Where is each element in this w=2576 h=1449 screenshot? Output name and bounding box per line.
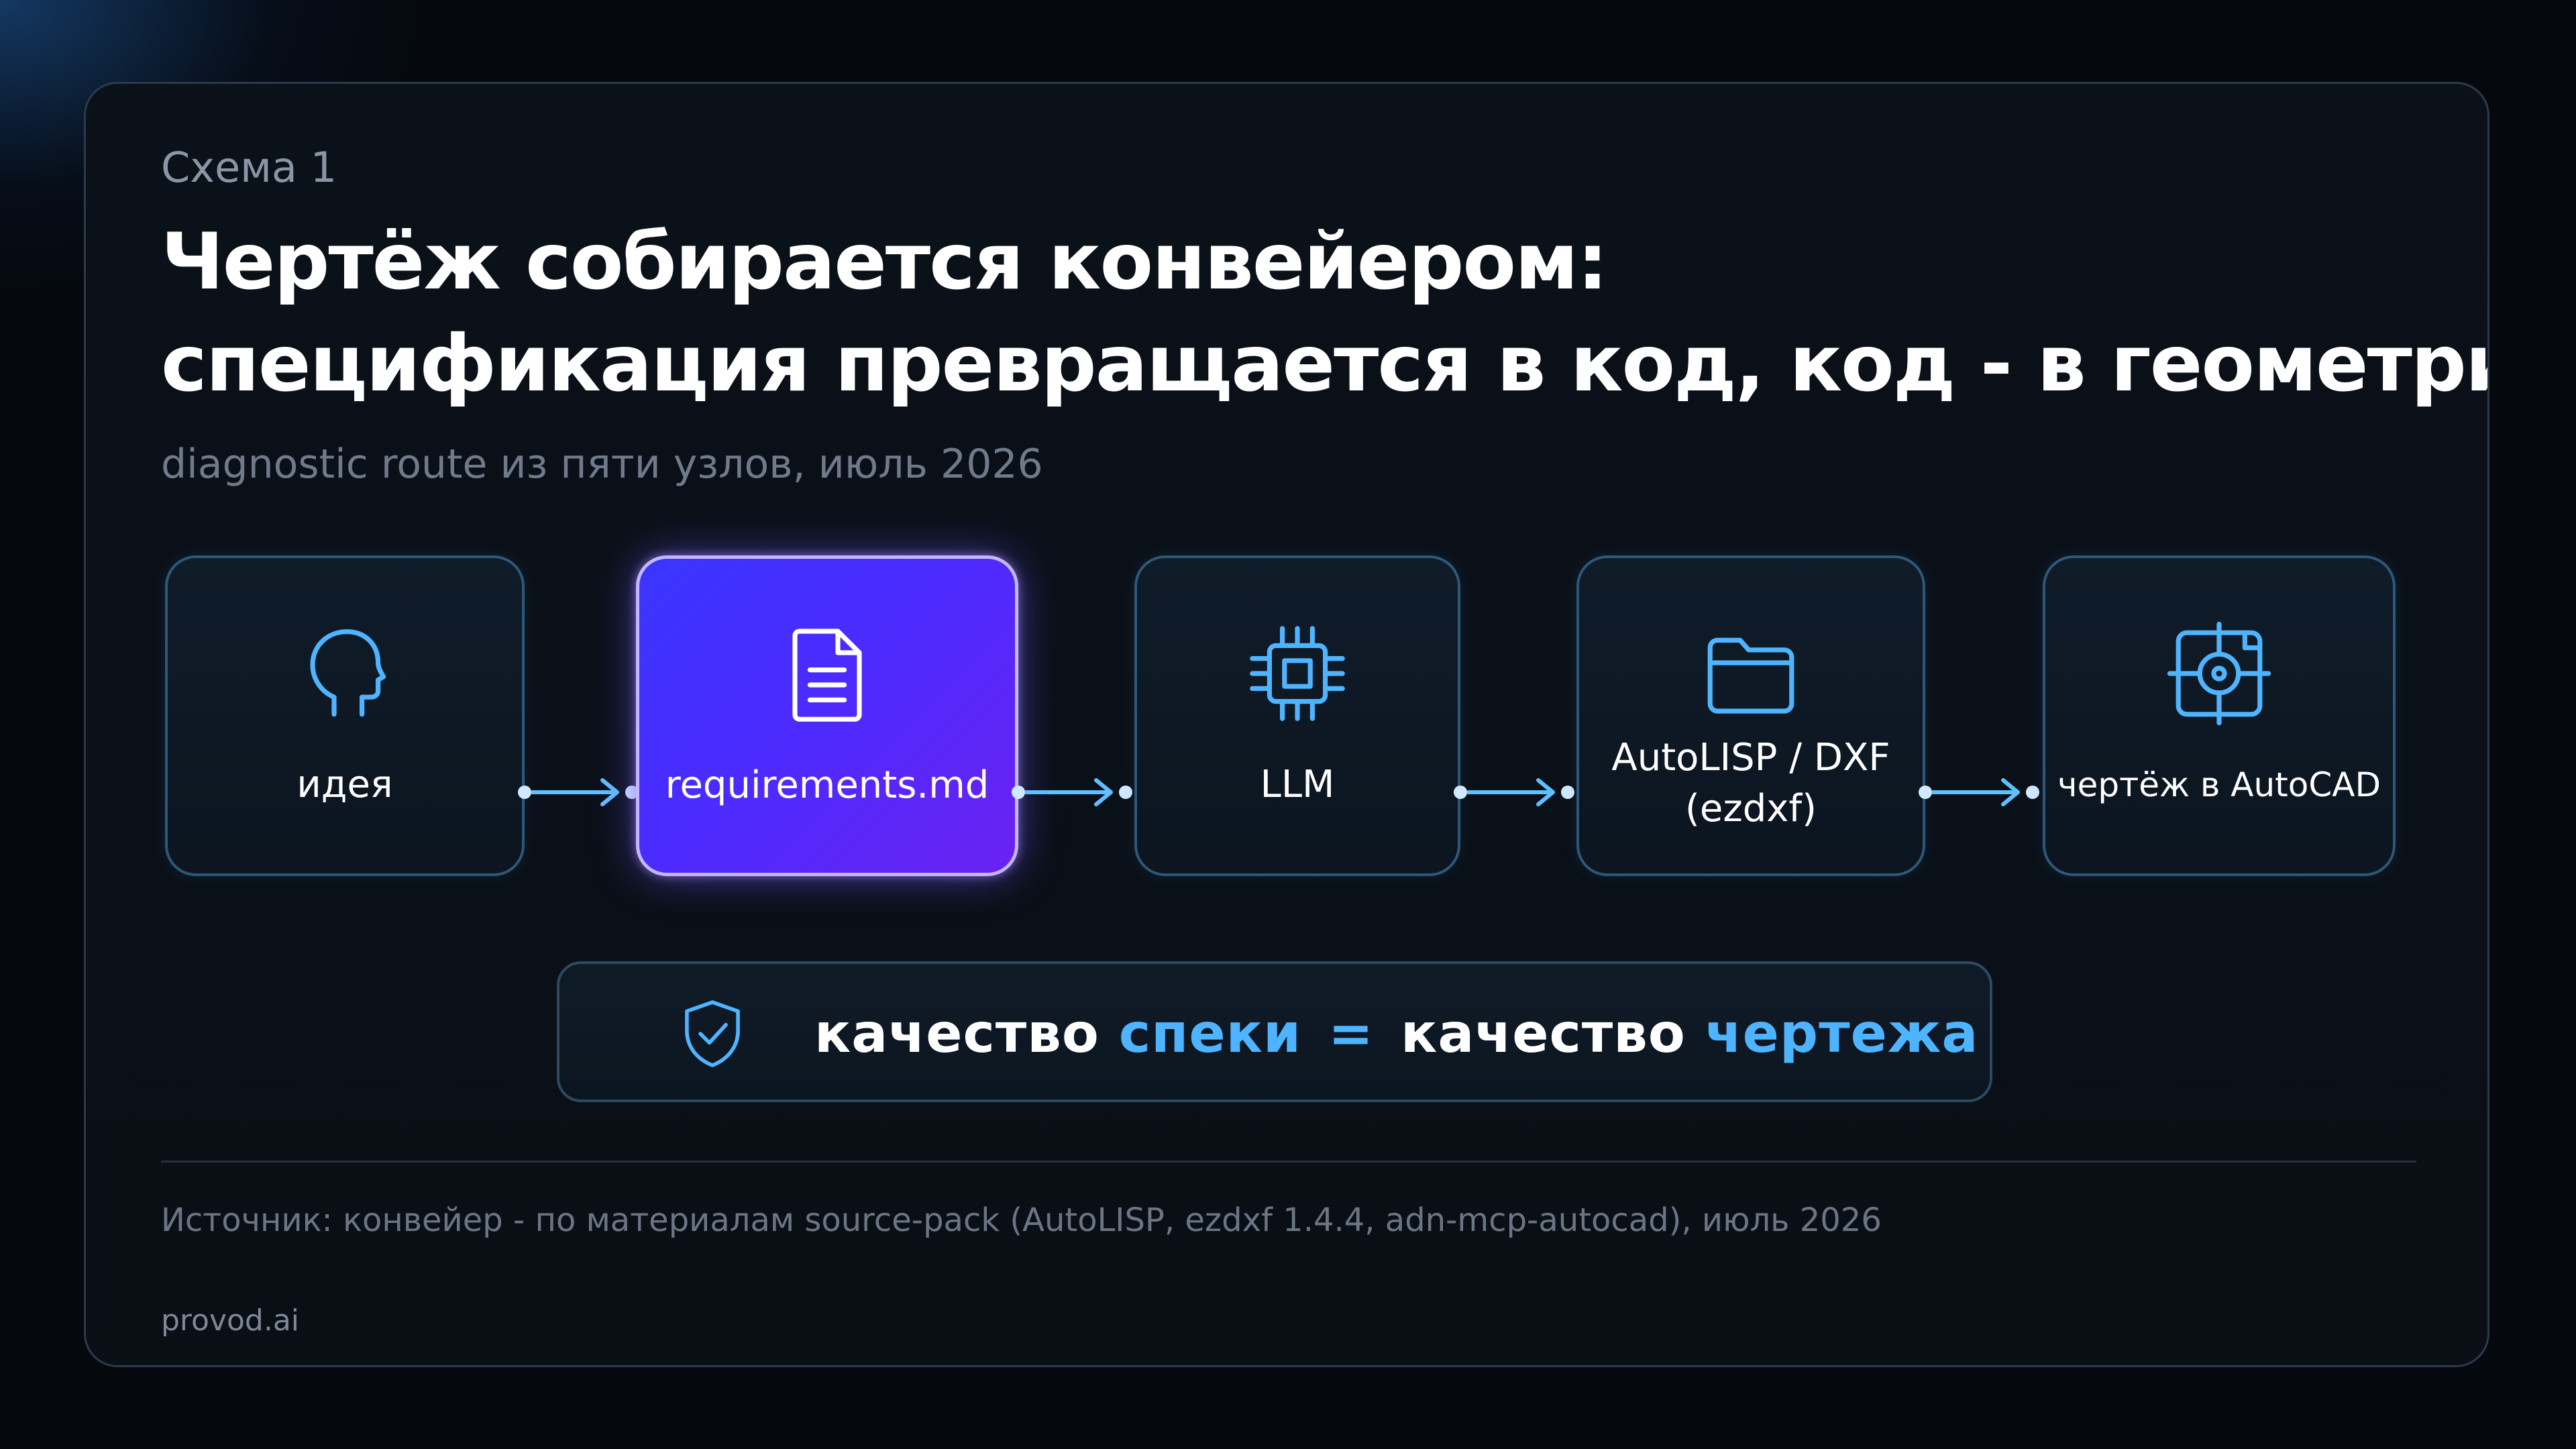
- node-label: чертёж в AutoCAD: [2057, 765, 2381, 804]
- brand-label: provod.ai: [161, 1303, 300, 1338]
- formula-part-2: спеки: [1118, 1002, 1302, 1065]
- formula-box: качество спеки = качество чертежа: [557, 961, 1992, 1102]
- shield-check-icon: [675, 996, 750, 1071]
- node-idea: идея: [165, 555, 525, 876]
- title-line-1: Чертёж собирается конвейером:: [161, 217, 1608, 307]
- node-autolisp-dxf: AutoLISP / DXF (ezdxf): [1576, 555, 1925, 876]
- chip-icon: [1244, 620, 1351, 727]
- document-icon: [773, 621, 881, 728]
- slide-card: Схема 1 Чертёж собирается конвейером: сп…: [84, 82, 2489, 1367]
- formula-part-3: качество: [1401, 1002, 1686, 1065]
- target-icon: [2165, 620, 2273, 727]
- node-label-line-1: AutoLISP / DXF: [1611, 736, 1890, 780]
- page-title: Чертёж собирается конвейером: спецификац…: [161, 211, 2489, 415]
- node-label: идея: [297, 763, 393, 806]
- node-label: requirements.md: [665, 763, 989, 807]
- folder-icon: [1697, 620, 1805, 727]
- formula-text: качество спеки = качество чертежа: [814, 1000, 1978, 1067]
- source-note: Источник: конвейер - по материалам sourc…: [161, 1201, 1882, 1239]
- subtitle: diagnostic route из пяти узлов, июль 202…: [161, 441, 1043, 488]
- node-autocad-drawing: чертёж в AutoCAD: [2043, 555, 2396, 876]
- formula-part-4: чертежа: [1705, 1002, 1979, 1065]
- connector-arrow: [1916, 776, 2042, 808]
- connector-arrow: [1451, 776, 1577, 808]
- title-line-2: спецификация превращается в код, код - в…: [161, 319, 2489, 409]
- divider: [161, 1161, 2416, 1163]
- node-label: AutoLISP / DXF (ezdxf): [1586, 733, 1916, 835]
- formula-equals: =: [1328, 1002, 1375, 1065]
- node-label: LLM: [1260, 763, 1335, 806]
- formula-part-1: качество: [814, 1002, 1099, 1065]
- node-requirements: requirements.md: [636, 555, 1018, 876]
- node-llm: LLM: [1134, 555, 1460, 876]
- connector-arrow: [1009, 776, 1135, 808]
- scheme-label: Схема 1: [161, 143, 337, 192]
- node-label-line-2: (ezdxf): [1685, 787, 1817, 830]
- connector-arrow: [515, 776, 641, 808]
- head-icon: [291, 620, 398, 727]
